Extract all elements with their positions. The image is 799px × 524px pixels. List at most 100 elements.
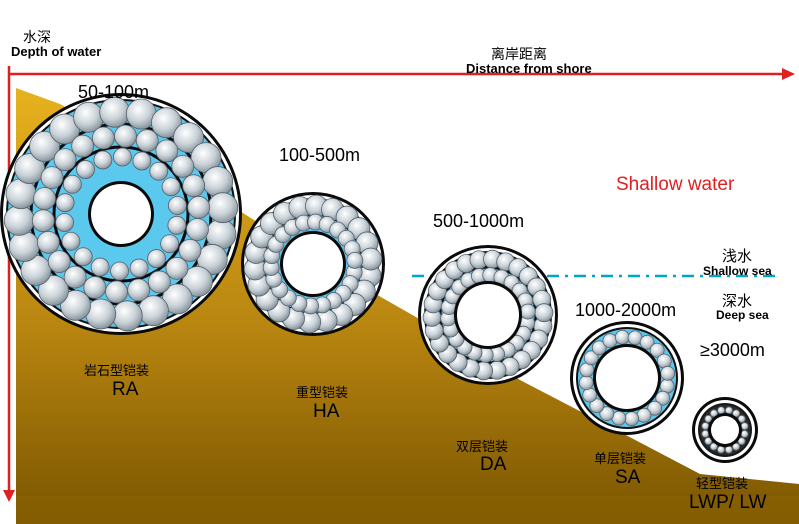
cable-ra-armor-wire [110,261,129,281]
cable-ra-armor-wire [33,187,56,210]
cable-sa-armor-wire [636,407,652,423]
cable-ra-armor-wire [182,266,213,297]
cable-ra-armor-wire [167,196,187,215]
cable-ra-armor-wire [40,166,64,189]
cable-sa-armor-wire [578,375,594,391]
cable-ra-armor-wire [155,139,179,163]
cable-ra-armor-wire [111,300,143,332]
cable-lw-cross-section [692,397,758,463]
shallow-sea-label-en: Shallow sea [703,264,772,278]
cable-ra-cross-section [0,93,242,335]
cable-lw-code: LWP/ LW [689,492,767,513]
cable-lw-type: 轻型铠装 [696,477,749,492]
cable-da-cross-section [418,245,558,385]
cable-da-armor-wire [534,303,554,323]
cable-ra-armor-wire [31,209,55,233]
cable-sa-armor-wire [614,329,630,345]
cable-sa-armor-wire [589,398,605,414]
cable-ra-armor-wire [90,257,110,277]
cable-lw-armor-wire [717,406,726,415]
cable-ha-depth: 100-500m [279,145,361,165]
cable-ra-armor-wire [147,270,171,294]
cable-lw-armor-wire [717,445,726,454]
depth-axis-label-cn: 水深 [23,30,51,46]
cable-da-depth: 500-1000m [433,211,525,231]
cable-sa-code: SA [615,467,641,488]
cable-ra-armor-wire [91,126,115,150]
deep-sea-label-en: Deep sea [716,308,769,322]
cable-ra-core [91,184,151,244]
cable-ra-code: RA [112,379,139,400]
depth-axis-arrow [3,490,15,502]
deep-sea-label-cn: 深水 [722,292,753,310]
distance-axis-label-cn: 离岸距离 [491,47,547,63]
cable-ha-cross-section [241,192,385,336]
cable-ra-armor-wire [53,148,77,172]
cable-ra-armor-wire [14,153,46,184]
cable-ra-armor-wire [83,276,107,299]
cable-sa-cross-section [570,321,684,435]
cable-ra-armor-wire [3,204,35,236]
cable-lw-armor-wire [704,437,713,446]
cable-ra-inner-sheath-2 [52,145,190,283]
cable-ra-armor-wire [38,275,69,306]
cable-ra-armor-wire [127,278,151,302]
cable-da-armor-wire [519,303,536,320]
shallow-sea-label-cn: 浅水 [722,247,753,265]
cable-sa-armor-wire [583,350,599,366]
cable-ra-armor-wire [161,177,181,197]
cable-ra-armor-wire [55,193,75,213]
cable-lw-armor-wire [701,429,710,438]
cable-lw-armor-wire [724,445,733,454]
cable-ra-armor-wire [29,131,60,162]
cable-ra-type: 岩石型铠装 [84,364,150,379]
cable-sa-armor-wire [649,342,665,358]
cable-sa-armor-wire [656,353,672,369]
cable-ra-armor-wire [8,231,40,262]
cable-sa-armor-wire [655,390,671,406]
cable-lw-depth: ≥3000m [700,340,765,360]
shallow-water-label: Shallow water [616,174,735,195]
cable-sa-armor-wire [647,400,663,416]
cable-sa-armor-wire [582,387,598,403]
cable-ra-armor-wire [196,244,228,275]
cable-ra-depth: 50-100m [78,82,150,102]
cable-ra-armor-wire [71,134,95,158]
cable-sa-armor-wire [639,334,655,350]
cable-ra-armor-wire [36,230,60,254]
cable-ra-armor-wire [76,160,95,179]
cable-ha-type: 重型铠装 [296,386,349,401]
cable-ra-armor-wire [132,151,152,171]
distance-axis-label-en: Distance from shore [466,61,592,76]
cable-ra-armor-wire [105,280,128,304]
cable-lw-armor-wire [732,409,741,418]
cable-da-core [457,284,519,346]
cable-sa-core [596,347,658,409]
cable-ra-armor-wire [207,192,239,224]
cable-ra-armor-wire [182,174,206,198]
cable-ra-armor-wire [171,154,195,178]
cable-ra-armor-wire [173,122,204,153]
cable-ra-armor-wire [202,166,234,197]
cable-ra-armor-wire [60,289,91,321]
cable-ra-armor-wire [151,107,182,139]
cable-ha-core [283,234,343,294]
cable-ra-armor-wire [149,161,169,181]
cable-sa-type: 单层铠装 [594,452,647,467]
cable-lw-armor-wire [709,409,718,418]
cable-lw-armor-wire [724,406,733,415]
cable-da-code: DA [480,454,507,475]
cable-ra-armor-wire [160,234,180,254]
cable-lw-armor-wire [701,422,710,431]
cable-lw-armor-wire [737,437,746,446]
cable-lw-core [711,416,739,444]
cable-sa-armor-wire [591,340,607,356]
cable-ra-armor-wire [147,249,166,268]
cable-lw-armor-wire [740,429,749,438]
cable-ra-armor-wire [55,213,75,232]
cable-ra-armor-wire [62,174,82,194]
cable-ra-armor-wire [113,147,132,167]
cable-ra-armor-wire [129,258,149,278]
cable-ra-armor-wire [73,247,93,267]
